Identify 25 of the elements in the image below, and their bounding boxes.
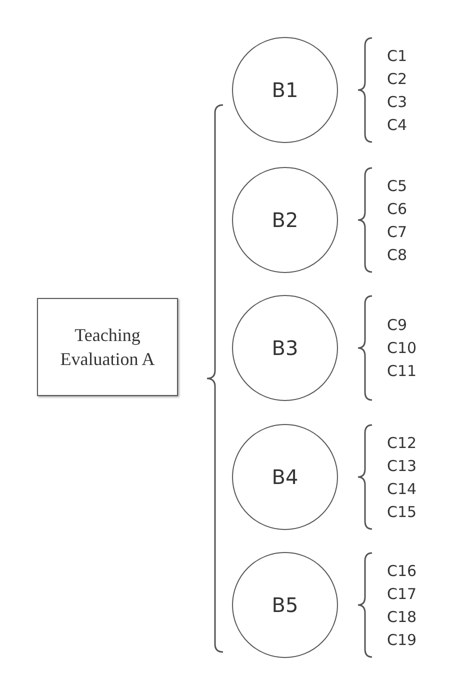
item-label: C8 — [387, 246, 408, 264]
item-label: C17 — [387, 584, 417, 602]
item-label: C15 — [387, 502, 417, 520]
circle-node: B4 — [232, 424, 338, 530]
item-label: C9 — [387, 316, 408, 334]
item-label: C6 — [387, 200, 408, 218]
circle-node: B3 — [232, 295, 338, 401]
item-label: C5 — [387, 176, 408, 194]
item-label: C10 — [387, 339, 417, 357]
item-label: C12 — [387, 434, 417, 452]
item-label: C2 — [387, 70, 408, 88]
item-label: C16 — [387, 562, 417, 580]
item-label: C19 — [387, 630, 417, 648]
circle-node: B2 — [232, 167, 338, 273]
circle-node: B5 — [232, 552, 338, 658]
item-label: C1 — [387, 46, 408, 64]
item-label: C14 — [387, 480, 417, 498]
circle-node: B1 — [232, 37, 338, 143]
item-label: C7 — [387, 222, 408, 240]
item-label: C3 — [387, 92, 408, 110]
item-label: C11 — [387, 362, 417, 380]
item-label: C18 — [387, 608, 417, 626]
process-box: Teaching Evaluation A — [37, 298, 178, 396]
item-label: C13 — [387, 456, 417, 474]
item-label: C4 — [387, 116, 408, 134]
